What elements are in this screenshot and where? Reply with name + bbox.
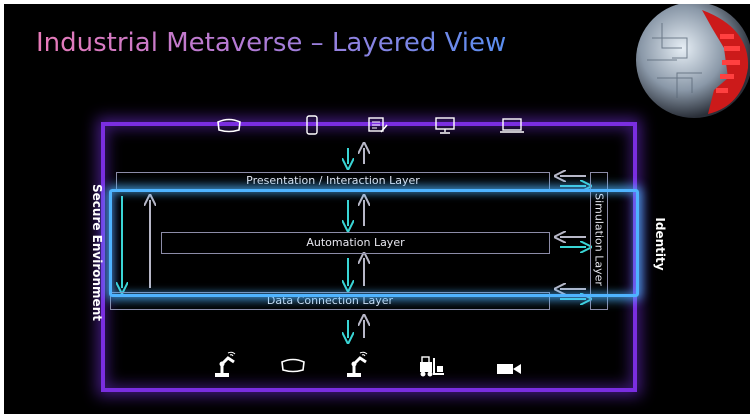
data-connection-layer-label: Data Connection Layer [266, 294, 394, 307]
identity-label: Identity [653, 217, 667, 271]
laptop-icon [500, 118, 524, 133]
desktop-icon [435, 117, 455, 134]
page-title: Industrial Metaverse – Layered View [36, 28, 507, 58]
arrow-pair-right-data [560, 289, 586, 299]
connector-arrows [4, 4, 750, 414]
presentation-layer: Presentation / Interaction Layer [116, 172, 550, 190]
arrow-pair-bottom [348, 320, 364, 338]
camera-icon [497, 364, 521, 374]
headset-icon [217, 118, 241, 133]
arrow-pair-right-automation [560, 237, 586, 247]
arrow-pair-right-presentation [560, 176, 586, 186]
robot-arm-icon [347, 351, 368, 377]
secure-environment-label: Secure Environment [90, 184, 104, 321]
forklift-icon [420, 356, 444, 377]
headset-icon [281, 358, 305, 373]
data-connection-layer: Data Connection Layer [110, 292, 550, 310]
automation-layer-label: Automation Layer [306, 236, 405, 249]
arrow-pair-upper [348, 200, 364, 226]
robot-arm-icon [215, 351, 236, 377]
simulation-layer [590, 172, 608, 310]
phone-icon [306, 115, 318, 135]
tablet-pen-icon [368, 117, 388, 133]
presentation-layer-label: Presentation / Interaction Layer [246, 174, 420, 187]
slide: Industrial Metaverse – Layered View [4, 4, 750, 414]
automation-layer: Automation Layer [161, 232, 550, 254]
arrow-pair-left [122, 196, 150, 288]
tech-globe-icon [636, 4, 750, 118]
arrow-pair-lower [348, 258, 364, 286]
arrow-pair-top [348, 148, 364, 164]
highlight-region [109, 189, 639, 297]
